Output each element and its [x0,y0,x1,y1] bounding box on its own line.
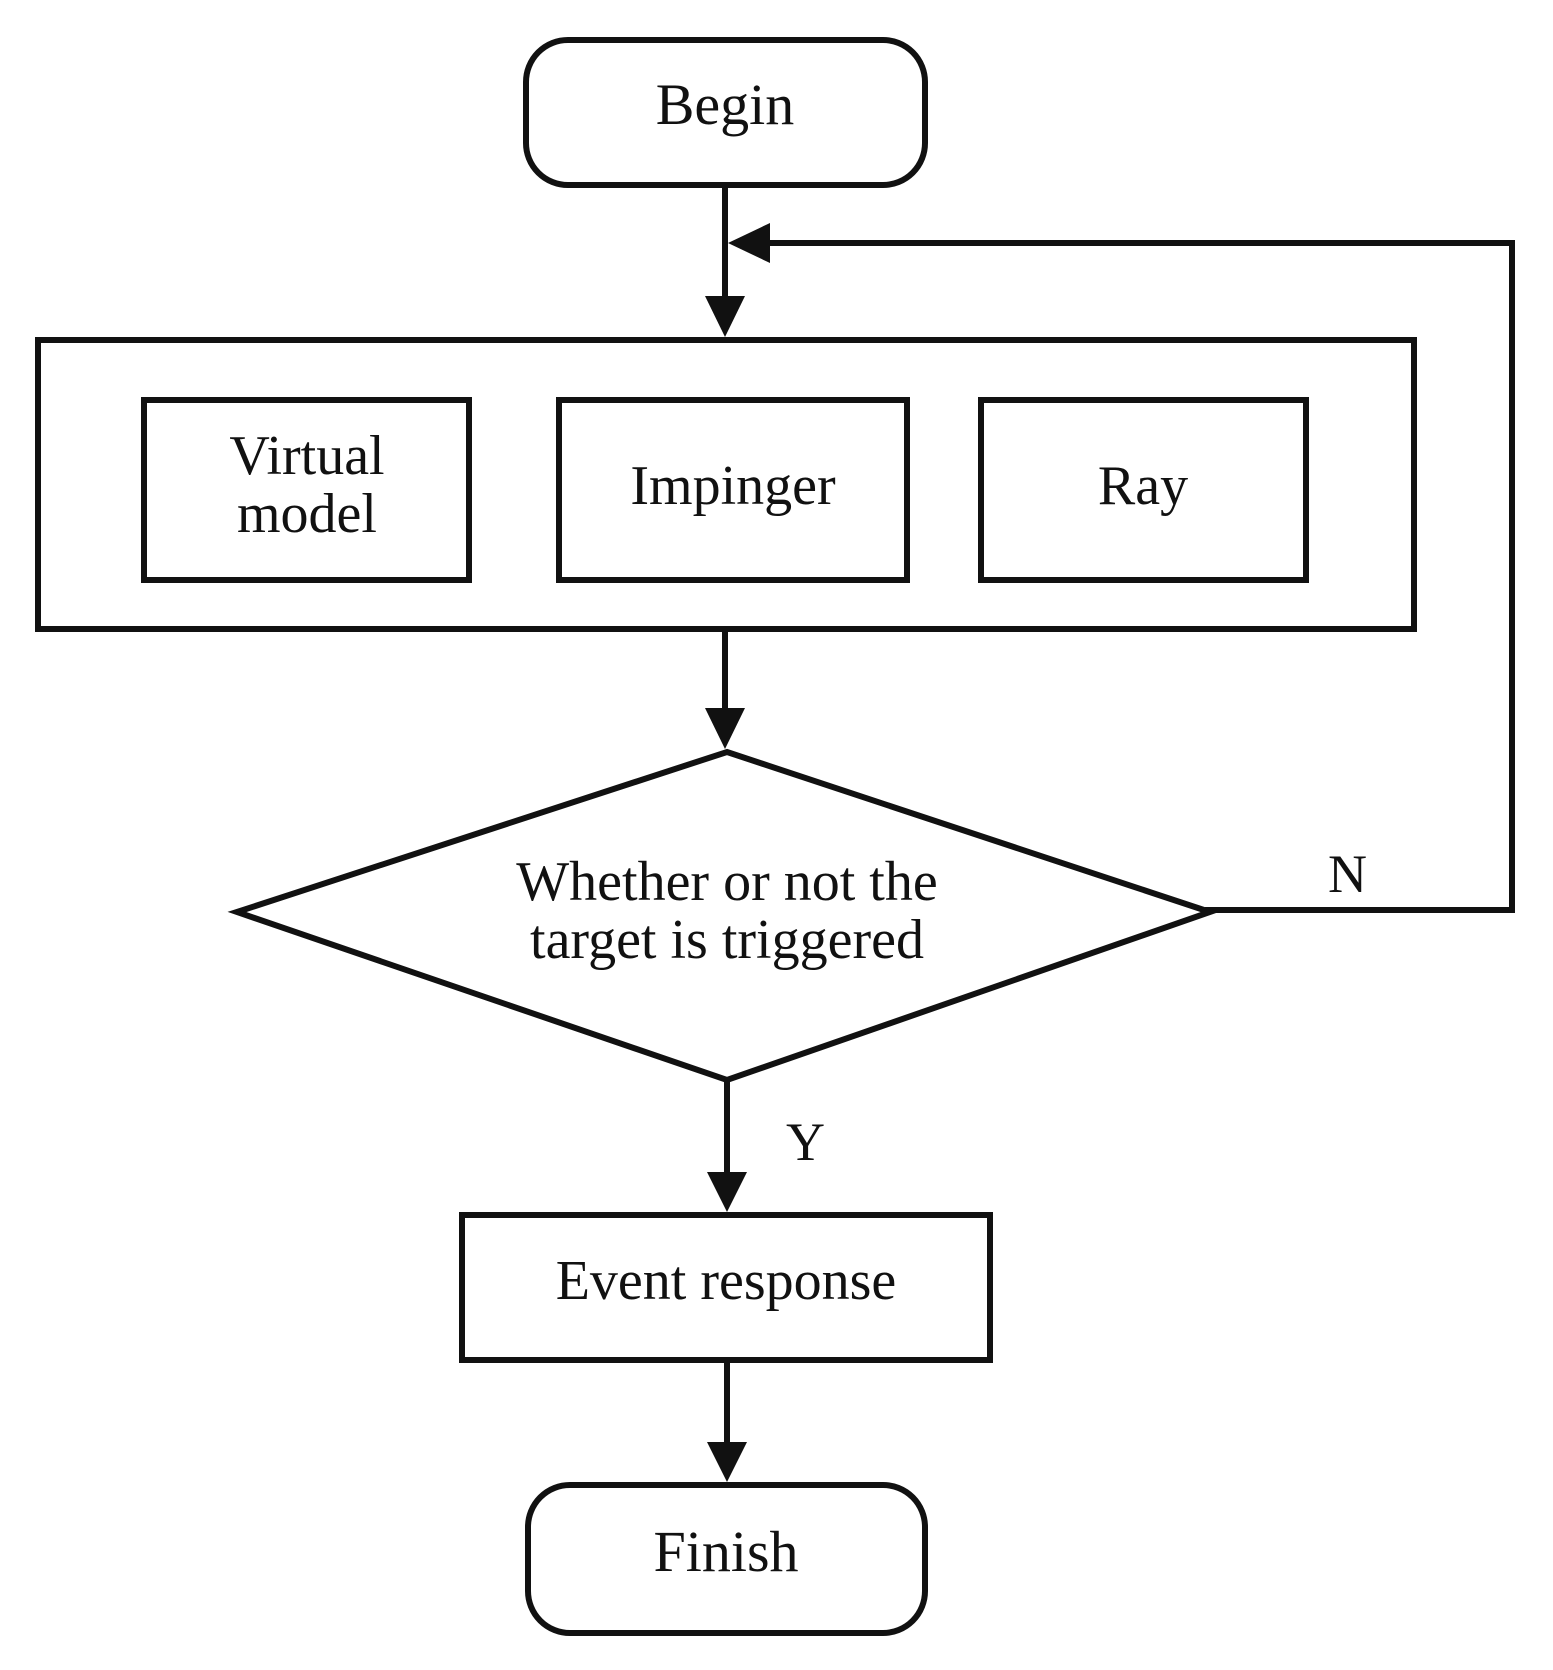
yes-branch-label: Y [786,1112,825,1172]
begin-node: Begin [523,37,928,188]
ray-shape [978,397,1309,583]
decision-label-line-2: target is triggered [530,909,924,971]
virtual-model-node: Virtual model [141,397,472,583]
decision-label-line-1: Whether or not the [516,851,937,913]
ray-label: Ray [1098,455,1188,517]
arrowhead-event-to-finish [707,1442,747,1482]
virtual-model-shape [141,397,472,583]
finish-node: Finish [525,1482,928,1636]
event-response-node: Event response [459,1212,993,1363]
decision-node: Whether or not the target is triggered [227,748,1220,1084]
arrowhead-decision-to-event [707,1172,747,1212]
finish-shape [525,1482,928,1636]
arrowhead-no-loop [728,223,770,263]
arrowhead-begin-to-group [705,296,745,337]
virtual-model-label-line-1: Virtual [229,425,384,487]
impinger-shape [556,397,910,583]
ray-node: Ray [978,397,1309,583]
no-branch-label: N [1328,844,1367,904]
event-response-label: Event response [556,1250,897,1312]
arrowhead-group-to-decision [705,708,745,749]
impinger-label: Impinger [630,455,836,517]
virtual-model-label-line-2: model [237,483,377,545]
finish-label: Finish [653,1519,798,1584]
impinger-node: Impinger [556,397,910,583]
begin-label: Begin [656,72,795,137]
edge-no-loop [770,240,1515,913]
